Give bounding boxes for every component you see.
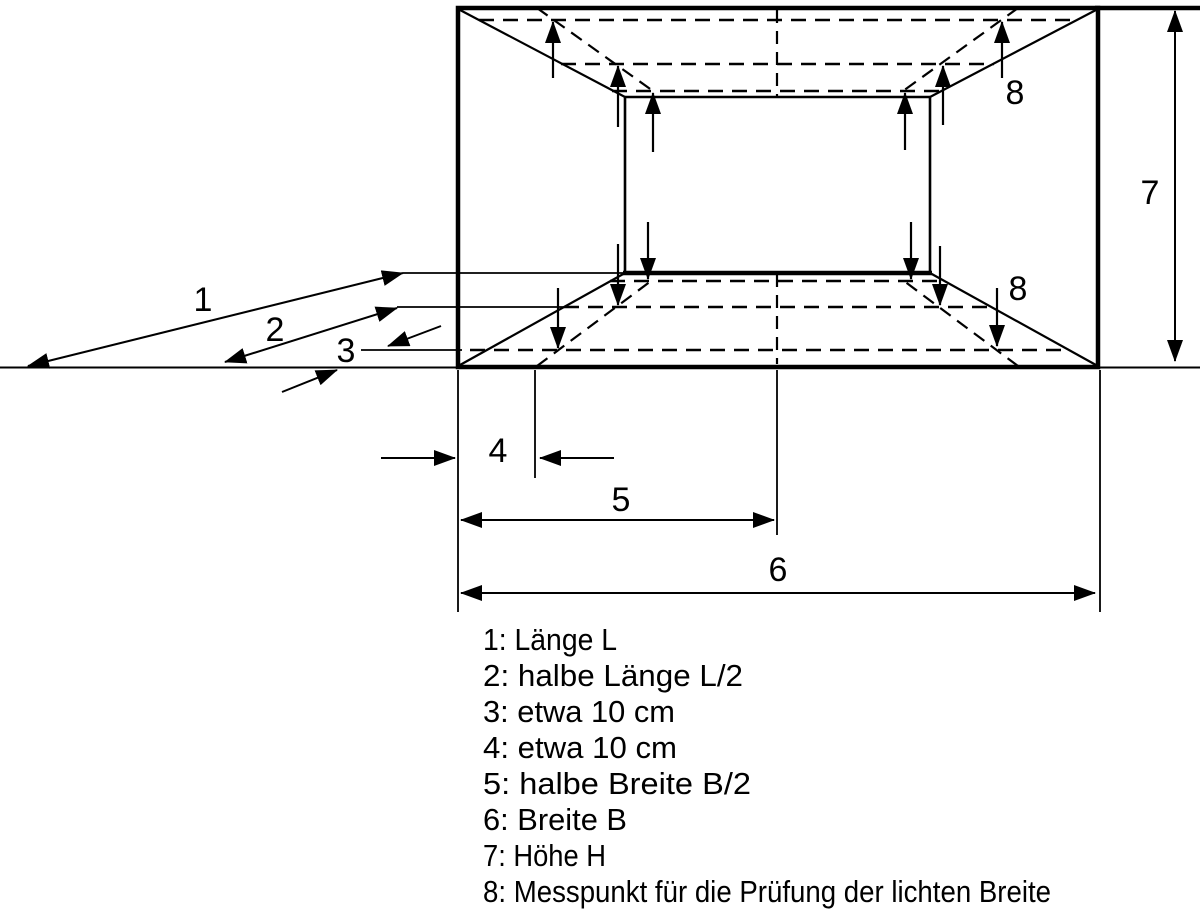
edge-bottom-right bbox=[929, 272, 1097, 366]
legend-item-2: 2: halbe Länge L/2 bbox=[483, 658, 743, 693]
dimension-half-length: 2 bbox=[224, 306, 564, 364]
callout-4: 4 bbox=[489, 432, 508, 470]
back-portal bbox=[623, 95, 932, 276]
back-portal-sides bbox=[623, 95, 932, 273]
legend-item-3: 3: etwa 10 cm bbox=[483, 694, 675, 729]
edge-bottom-left bbox=[459, 272, 626, 366]
measurement-arrows-floor bbox=[550, 222, 1005, 349]
dim2-arrow bbox=[224, 306, 398, 364]
callout-7: 7 bbox=[1141, 174, 1160, 212]
dim1-arrow bbox=[27, 270, 404, 369]
floor-section-lines bbox=[470, 274, 1066, 367]
legend-item-7: 7: Höhe H bbox=[483, 838, 606, 873]
dim3-leader-lower bbox=[281, 369, 338, 393]
dimension-half-width: 5 bbox=[460, 370, 778, 535]
dimension-width: 6 bbox=[457, 370, 1101, 612]
edge-top-right bbox=[929, 9, 1097, 98]
reference-lines bbox=[0, 5, 1200, 369]
callout-2: 2 bbox=[266, 311, 285, 349]
dimension-length: 1 bbox=[27, 270, 626, 369]
dimension-side-offset: 4 bbox=[381, 370, 614, 478]
measure-point-labels: 8 8 bbox=[1006, 74, 1028, 308]
legend-item-5: 5: halbe Breite B/2 bbox=[483, 766, 751, 801]
legend-item-6: 6: Breite B bbox=[483, 802, 627, 837]
legend: 1: Länge L 2: halbe Länge L/2 3: etwa 10… bbox=[483, 622, 1051, 909]
legend-item-4: 4: etwa 10 cm bbox=[483, 730, 677, 765]
perspective-edges bbox=[459, 9, 1097, 366]
floor-offset-line-left bbox=[536, 280, 652, 367]
ceiling-section-lines bbox=[479, 7, 1076, 96]
callout-1: 1 bbox=[194, 281, 213, 319]
dimension-height: 7 bbox=[1141, 10, 1183, 362]
callout-3: 3 bbox=[337, 332, 356, 370]
dimension-portal-offset: 3 bbox=[281, 325, 462, 393]
outer-portal-rectangle bbox=[455, 5, 1101, 370]
dim3-leader-upper bbox=[387, 325, 442, 347]
callout-8-top: 8 bbox=[1006, 74, 1025, 112]
callout-6: 6 bbox=[769, 551, 788, 589]
measurement-arrows-ceiling bbox=[545, 21, 1010, 152]
floor-offset-line-right bbox=[903, 280, 1019, 367]
outer-portal bbox=[455, 5, 1101, 370]
callout-5: 5 bbox=[612, 481, 631, 519]
legend-item-8: 8: Messpunkt für die Prüfung der lichten… bbox=[483, 874, 1051, 909]
edge-top-left bbox=[459, 9, 626, 98]
legend-item-1: 1: Länge L bbox=[483, 622, 617, 657]
callout-8-bottom: 8 bbox=[1009, 270, 1028, 308]
